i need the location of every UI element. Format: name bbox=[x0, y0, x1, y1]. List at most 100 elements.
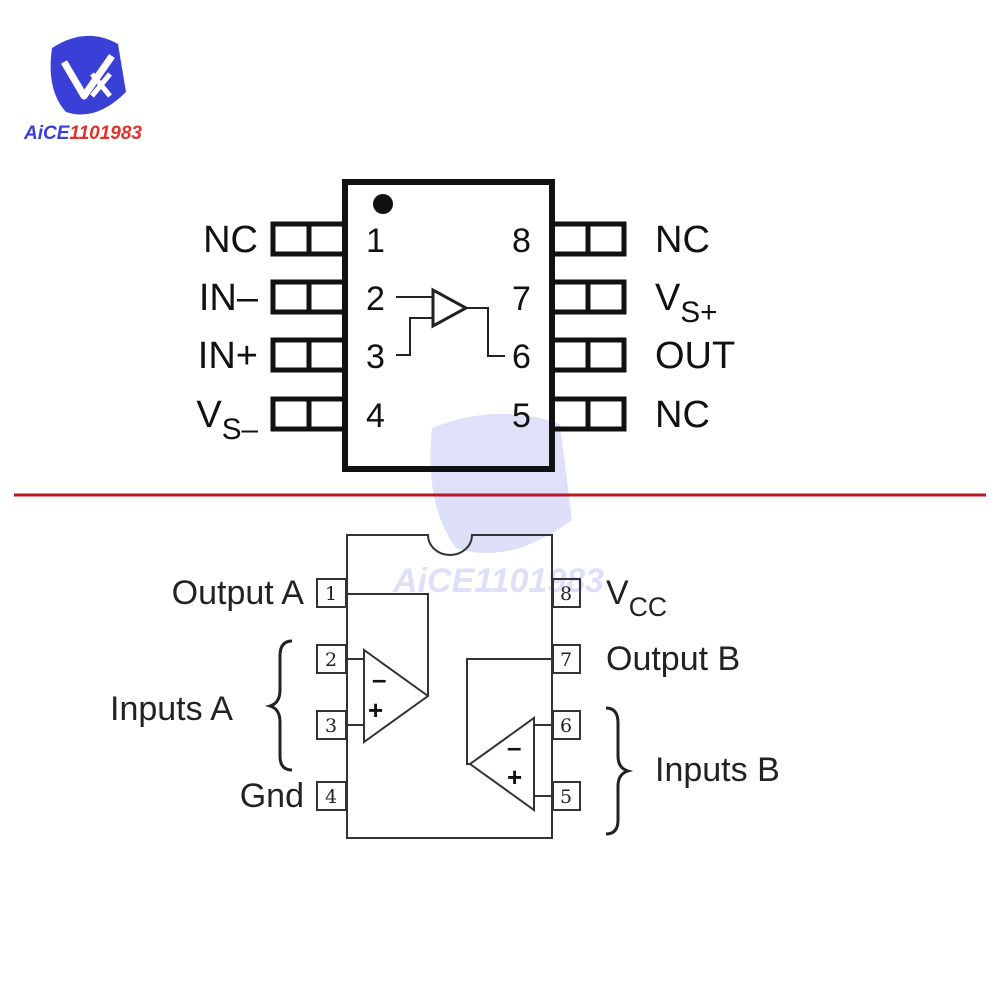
top-pin-7-pad-inner bbox=[549, 279, 591, 315]
opamp-b-triangle bbox=[468, 716, 535, 812]
bottom-pin-6-number: 6 bbox=[560, 715, 572, 737]
watermark: AiCE1101983 bbox=[392, 413, 604, 600]
top-pin-7-label-main: V bbox=[655, 277, 681, 319]
top-pin-4-number: 4 bbox=[366, 397, 385, 435]
top-pin-6-number: 6 bbox=[512, 338, 531, 376]
bottom-pin-1-box bbox=[316, 578, 347, 608]
watermark-shield-icon bbox=[430, 413, 572, 554]
top-pin-1-pad-inner bbox=[306, 221, 348, 257]
bottom-chip-body bbox=[346, 534, 553, 839]
top-chip-body bbox=[342, 179, 555, 472]
top-pin-8-label-main: NC bbox=[655, 219, 710, 261]
top-pin-5-number: 5 bbox=[512, 397, 531, 435]
top-pin-1-number: 1 bbox=[366, 222, 385, 260]
top-pin-3-label: IN+ bbox=[198, 335, 258, 377]
pin1-dot-marker bbox=[373, 194, 393, 214]
top-pin-3-number: 3 bbox=[366, 338, 385, 376]
top-pin-2-label-main: IN– bbox=[199, 277, 259, 319]
bottom-pin-2-box bbox=[316, 644, 347, 674]
opamp-a-feedback-wire bbox=[347, 593, 429, 696]
opamp-a-triangle bbox=[363, 648, 430, 744]
bottom-pin-5-number: 5 bbox=[560, 786, 572, 808]
logo-text-blue: AiCE bbox=[23, 123, 71, 144]
bottom-pin-8-label: VCC bbox=[606, 574, 667, 622]
top-pin-7-label: VS+ bbox=[655, 277, 717, 329]
logo-check-mark-icon bbox=[60, 53, 115, 100]
bottom-pin-4-box bbox=[316, 781, 347, 811]
opamp-b-minus-sign: – bbox=[507, 732, 521, 762]
logo-shield-icon bbox=[50, 35, 126, 115]
top-wire-pin6 bbox=[466, 307, 505, 357]
top-pin-2-label: IN– bbox=[199, 277, 259, 319]
bottom-pin-4-number: 4 bbox=[325, 786, 337, 808]
bottom-pin-8-label-subscript: CC bbox=[629, 592, 667, 622]
top-pin-3-pad-outer bbox=[270, 337, 312, 373]
top-wire-pin3 bbox=[396, 317, 433, 356]
top-pin-5-label: NC bbox=[655, 394, 710, 436]
bottom-pin-4-label-main: Gnd bbox=[240, 777, 304, 815]
bottom-pin-5-box bbox=[552, 781, 581, 811]
opamp-b bbox=[466, 658, 552, 812]
top-pin-7-pad-outer bbox=[585, 279, 627, 315]
logo-cross-mark-icon bbox=[90, 72, 112, 98]
top-pin-6-label: OUT bbox=[655, 335, 735, 377]
opamp-b-feedback-wire bbox=[466, 658, 552, 765]
inputs-b-brace bbox=[605, 706, 634, 836]
bottom-pin-7-label-main: Output B bbox=[606, 640, 740, 678]
top-pin-2-pad-outer bbox=[270, 279, 312, 315]
top-pin-8-label: NC bbox=[655, 219, 710, 261]
top-pin-2-number: 2 bbox=[366, 280, 385, 318]
bottom-pin-7-box bbox=[552, 644, 581, 674]
bottom-pin-3-box bbox=[316, 710, 347, 740]
bottom-pin-7-label: Output B bbox=[606, 640, 740, 678]
top-pin-3-label-main: IN+ bbox=[198, 335, 258, 377]
bottom-pin-6-box bbox=[552, 710, 581, 740]
top-pin-6-pad-outer bbox=[585, 337, 627, 373]
inputs-b-label: Inputs B bbox=[655, 751, 780, 789]
top-pin-8-number: 8 bbox=[512, 222, 531, 260]
bottom-pin-1-number: 1 bbox=[325, 583, 337, 605]
bottom-chip: 1 Output A 2 3 4 Gnd 8 VCC 7 Output B 6 5 – + – + I… bbox=[110, 534, 780, 839]
top-pin-2-pad-inner bbox=[306, 279, 348, 315]
top-pin-4-label-main: V bbox=[196, 394, 222, 436]
opamp-b-plus-sign: + bbox=[507, 762, 522, 792]
opamp-a-minus-sign: – bbox=[372, 664, 386, 694]
top-pin-3-pad-inner bbox=[306, 337, 348, 373]
bottom-pin-7-number: 7 bbox=[560, 649, 572, 671]
brand-logo: AiCE1101983 bbox=[23, 35, 142, 144]
bottom-chip-pins: 1 Output A 2 3 4 Gnd 8 VCC 7 Output B 6 5 bbox=[172, 574, 741, 815]
top-opamp-triangle bbox=[431, 287, 470, 329]
top-pin-5-label-main: NC bbox=[655, 394, 710, 436]
bottom-pin-3-number: 3 bbox=[325, 715, 337, 737]
opamp-a bbox=[347, 593, 430, 744]
top-pin-4-pad-outer bbox=[270, 396, 312, 432]
top-pin-6-pad-inner bbox=[549, 337, 591, 373]
logo-text: AiCE1101983 bbox=[23, 123, 142, 144]
bottom-pin-1-label-main: Output A bbox=[172, 574, 305, 612]
bottom-pin-4-label: Gnd bbox=[240, 777, 304, 815]
bottom-pin-8-box bbox=[552, 578, 581, 608]
inputs-a-label: Inputs A bbox=[110, 690, 233, 728]
bottom-pin-8-number: 8 bbox=[560, 583, 572, 605]
top-pin-4-label: VS– bbox=[196, 394, 258, 446]
top-pin-1-pad-outer bbox=[270, 221, 312, 257]
top-pin-7-label-subscript: S+ bbox=[680, 296, 717, 329]
top-pin-7-number: 7 bbox=[512, 280, 531, 318]
top-opamp-symbol bbox=[396, 287, 505, 357]
opamp-a-plus-sign: + bbox=[368, 695, 383, 725]
top-pin-8-pad-inner bbox=[549, 221, 591, 257]
bottom-pin-1-label: Output A bbox=[172, 574, 305, 612]
bottom-pin-8-label-main: V bbox=[606, 574, 629, 612]
top-pin-6-label-main: OUT bbox=[655, 335, 735, 377]
bottom-pin-2-number: 2 bbox=[325, 649, 337, 671]
top-pin-4-pad-inner bbox=[306, 396, 348, 432]
top-pin-4-label-subscript: S– bbox=[222, 413, 259, 446]
top-pin-1-label: NC bbox=[203, 219, 258, 261]
top-pin-8-pad-outer bbox=[585, 221, 627, 257]
logo-text-red: 1101983 bbox=[69, 123, 142, 144]
top-pin-5-pad-outer bbox=[585, 396, 627, 432]
inputs-a-brace bbox=[264, 639, 293, 772]
